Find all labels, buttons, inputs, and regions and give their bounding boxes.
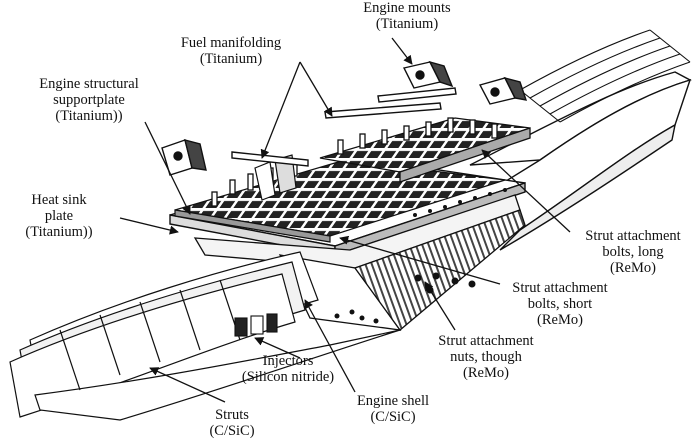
label-heat-sink-plate: Heat sink plate (Titanium))	[8, 192, 110, 240]
label-struts: Struts (C/SiC)	[197, 407, 267, 439]
label-injectors-line1: Injectors	[262, 353, 314, 369]
arrow-struts	[149, 367, 226, 403]
label-nuts-line2: nuts, though	[450, 349, 522, 365]
arrow-engine-mounts	[391, 37, 413, 65]
engine-mount-right-lower	[478, 76, 528, 105]
label-support-plate-line3: (Titanium))	[55, 108, 123, 124]
engine-shell-ramp	[394, 71, 692, 251]
label-nuts-line1: Strut attachment	[438, 333, 534, 349]
label-engine-mounts: Engine mounts (Titanium)	[352, 0, 462, 32]
label-heat-sink-line2: plate	[44, 208, 74, 224]
ramp-ribs	[519, 29, 691, 123]
label-strut-bolts-long: Strut attachment bolts, long (ReMo)	[568, 228, 698, 276]
label-fuel-manifolding-line2: (Titanium)	[199, 51, 263, 67]
label-bolts-short-line3: (ReMo)	[537, 312, 583, 328]
label-bolts-long-line2: bolts, long	[602, 244, 664, 260]
label-engine-shell: Engine shell (C/SiC)	[345, 393, 441, 425]
label-bolts-short-line1: Strut attachment	[512, 280, 608, 296]
label-fuel-manifolding-line1: Fuel manifolding	[180, 35, 282, 51]
leader-lines	[119, 37, 571, 403]
label-bolts-short-line2: bolts, short	[527, 296, 593, 312]
injector-block	[234, 313, 278, 337]
engine-mount-right-upper	[402, 60, 454, 89]
label-injectors-line2: (Silicon nitride)	[241, 369, 335, 385]
label-fuel-manifolding: Fuel manifolding (Titanium)	[166, 35, 296, 67]
arrow-nuts	[424, 281, 456, 331]
label-engine-shell-line1: Engine shell	[356, 393, 430, 409]
arrow-fuel-manifold-1	[260, 61, 301, 159]
label-injectors: Injectors (Silicon nitride)	[226, 353, 350, 385]
bolt-studs	[211, 117, 498, 207]
fuel-manifold-rods	[231, 87, 457, 167]
engine-mount-left	[161, 139, 207, 176]
label-engine-shell-line2: (C/SiC)	[370, 409, 416, 425]
label-engine-structural-support-plate: Engine structural supportplate (Titanium…	[24, 76, 154, 124]
label-nuts-line3: (ReMo)	[463, 365, 509, 381]
label-engine-mounts-line1: Engine mounts	[363, 0, 451, 16]
label-bolts-long-line1: Strut attachment	[585, 228, 681, 244]
engine-structural-support-plate	[319, 117, 531, 183]
arrow-heat-sink	[119, 217, 179, 235]
label-engine-mounts-line2: (Titanium)	[375, 16, 439, 32]
label-heat-sink-line3: (Titanium))	[25, 224, 93, 240]
arrow-engine-shell	[304, 299, 356, 393]
label-struts-line2: (C/SiC)	[209, 423, 255, 439]
label-heat-sink-line1: Heat sink	[31, 192, 87, 208]
strut-attachment-nuts	[334, 272, 476, 324]
lower-engine-body	[193, 194, 526, 331]
side-holes	[413, 188, 507, 217]
label-strut-attachment-nuts: Strut attachment nuts, though (ReMo)	[422, 333, 550, 381]
arrow-bolts-short	[339, 235, 501, 285]
arrow-injectors	[254, 337, 301, 359]
label-support-plate-line2: supportplate	[53, 92, 125, 108]
arrow-support-plate	[144, 121, 191, 215]
struts-stack	[9, 251, 401, 421]
label-support-plate-line1: Engine structural	[39, 76, 139, 92]
label-strut-bolts-short: Strut attachment bolts, short (ReMo)	[496, 280, 624, 328]
arrow-fuel-manifold-2	[299, 61, 333, 117]
label-struts-line1: Struts	[215, 407, 249, 423]
arrow-bolts-long	[481, 149, 571, 233]
label-bolts-long-line3: (ReMo)	[610, 260, 656, 276]
